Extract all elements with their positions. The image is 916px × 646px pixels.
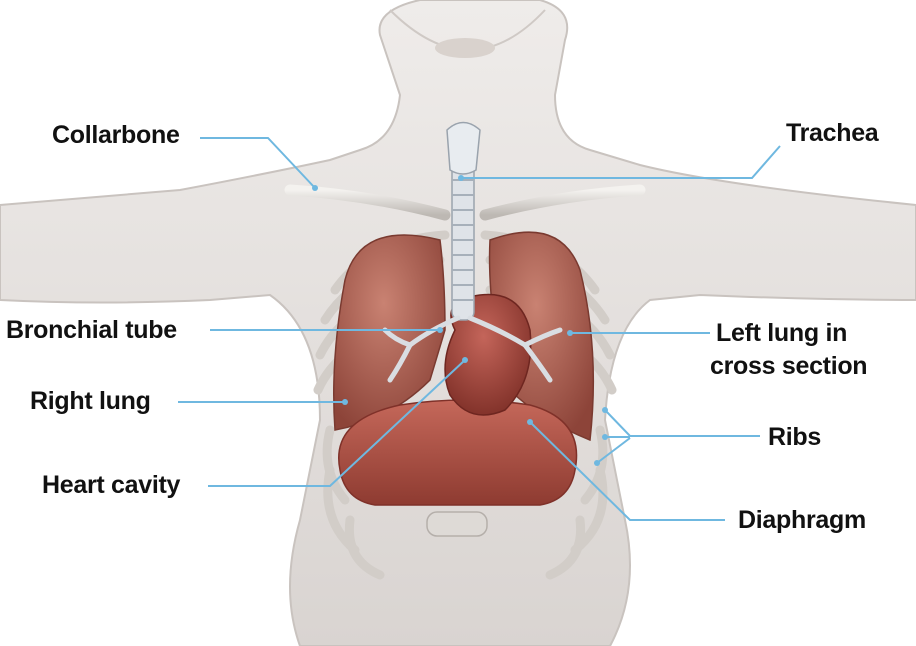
diaphragm-label: Diaphragm [738, 506, 866, 534]
trachea-leader [461, 145, 781, 179]
diaphragm-illustration [338, 399, 578, 506]
collarbone-leader [200, 137, 316, 189]
collarbones-illustration [284, 184, 646, 221]
heart-cavity-label: Heart cavity [42, 471, 181, 499]
collarbone-label: Collarbone [52, 121, 180, 149]
ribs-leader-top [604, 409, 760, 437]
heart-cavity-leader [208, 359, 466, 487]
ribs-label: Ribs [768, 423, 821, 451]
heart-illustration [444, 293, 532, 416]
right-lung-label: Right lung [30, 387, 151, 415]
sternum-illustration [426, 511, 488, 537]
trachea-illustration [446, 121, 481, 321]
bronchial-tube-label: Bronchial tube [6, 316, 177, 344]
left-lung-label-line1: Left lung in [716, 319, 848, 347]
left-lung-label-line2: cross section [710, 352, 868, 380]
ribs-leader-bottom [596, 437, 631, 464]
leader-lines [178, 137, 781, 521]
trachea-label: Trachea [786, 119, 879, 147]
diaphragm-leader [529, 421, 725, 521]
